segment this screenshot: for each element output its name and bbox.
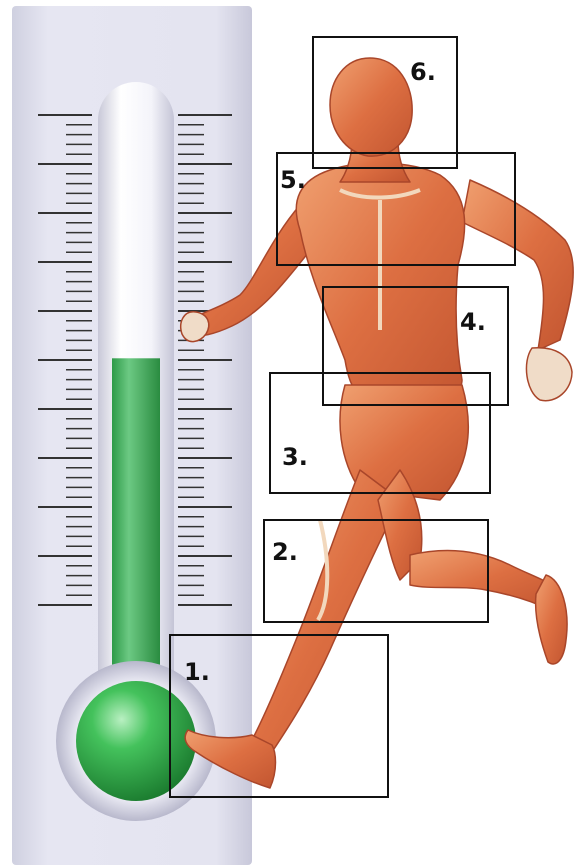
thermometer — [12, 6, 252, 865]
figure-front-shin — [410, 551, 556, 610]
figure-front-foot — [536, 575, 567, 664]
label-box-4-number: 4. — [460, 308, 486, 336]
figure-back-leg — [252, 470, 400, 752]
label-box-5-number: 5. — [280, 166, 306, 194]
label-box-3-number: 3. — [282, 443, 308, 471]
label-box-1-number: 1. — [184, 658, 210, 686]
label-box-6-number: 6. — [410, 58, 436, 86]
label-box-2-number: 2. — [272, 538, 298, 566]
figure-head — [330, 58, 412, 156]
thermometer-bulb — [76, 681, 196, 801]
figure-right-hand — [526, 348, 572, 401]
